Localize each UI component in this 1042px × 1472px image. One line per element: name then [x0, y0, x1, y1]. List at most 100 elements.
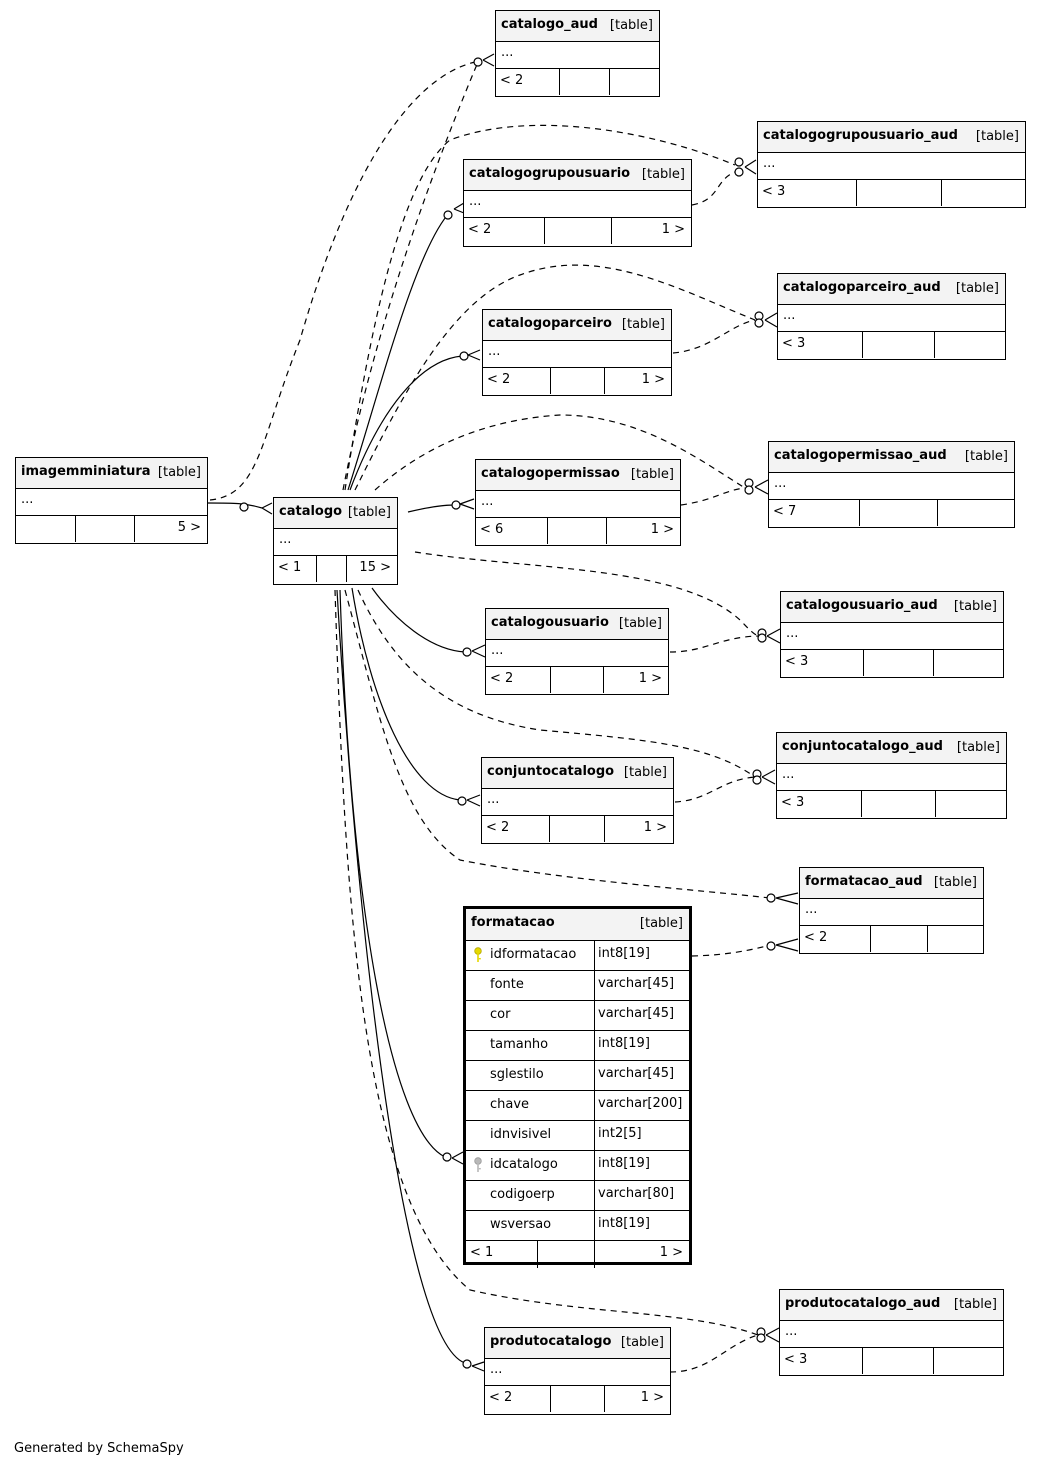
column-row[interactable]: fonte varchar[45] — [466, 971, 689, 1001]
table-type: [table] — [933, 875, 977, 890]
edge-catalogopermissao-catalogopermissao_aud — [680, 487, 746, 506]
edge-catalogo-catalogousuario_aud — [414, 551, 759, 637]
edge-marker — [757, 633, 767, 643]
column-name: chave — [490, 1097, 530, 1112]
edge-catalogo-conjuntocatalogo — [351, 587, 461, 801]
edge-catalogo-catalogogrupousuario — [347, 211, 451, 491]
columns-ellipsis: ... — [481, 494, 494, 509]
column-type: varchar[45] — [598, 976, 675, 991]
table-name: imagemminiatura — [21, 464, 151, 479]
table-type: [table] — [641, 167, 685, 182]
table-name: conjuntocatalogo — [487, 764, 615, 779]
table-header: catalogo [table] — [274, 498, 397, 529]
parents-count: < 1 — [470, 1245, 494, 1260]
table-type: [table] — [347, 505, 391, 520]
edge-marker — [462, 1359, 472, 1369]
edge-catalogousuario-catalogousuario_aud — [669, 635, 759, 653]
table-columns: ... — [274, 529, 397, 556]
table-header: catalogousuario_aud [table] — [781, 592, 1003, 623]
children-count: 1 > — [650, 522, 674, 537]
crows-foot — [744, 159, 757, 175]
table-footer: < 2 1 > — [485, 1386, 670, 1412]
parents-count: < 2 — [468, 222, 492, 237]
crows-foot — [471, 644, 486, 658]
edge-conjuntocatalogo-conjuntocatalogo_aud — [674, 776, 756, 803]
table-catalogousuario_aud[interactable]: catalogousuario_aud [table] ... < 3 — [780, 591, 1004, 678]
table-formatacao[interactable]: formatacao [table] idformatacao int8[19]… — [463, 906, 692, 1268]
generated-by-credit: Generated by SchemaSpy — [14, 1441, 184, 1456]
column-type: int8[19] — [598, 1216, 650, 1231]
table-header: catalogogrupousuario_aud [table] — [758, 122, 1025, 153]
table-catalogopermissao_aud[interactable]: catalogopermissao_aud [table] ... < 7 — [768, 441, 1015, 528]
table-footer: < 2 1 > — [483, 368, 671, 394]
table-type: [table] — [956, 740, 1000, 755]
table-produtocatalogo_aud[interactable]: produtocatalogo_aud [table] ... < 3 — [779, 1289, 1004, 1376]
table-produtocatalogo[interactable]: produtocatalogo [table] ... < 2 1 > — [484, 1327, 671, 1415]
table-catalogoparceiro_aud[interactable]: catalogoparceiro_aud [table] ... < 3 — [777, 273, 1006, 360]
parents-count: < 2 — [490, 671, 514, 686]
crows-foot — [466, 794, 481, 807]
table-type: [table] — [630, 467, 674, 482]
table-columns: ... — [758, 153, 1025, 180]
table-header: catalogousuario [table] — [486, 609, 668, 640]
table-columns: ... — [769, 473, 1014, 500]
table-conjuntocatalogo_aud[interactable]: conjuntocatalogo_aud [table] ... < 3 — [776, 732, 1007, 819]
column-row[interactable]: tamanho int8[19] — [466, 1031, 689, 1061]
edge-marker — [766, 941, 776, 951]
parents-count: < 1 — [278, 560, 302, 575]
table-header: catalogo_aud [table] — [496, 11, 659, 42]
edge-marker — [457, 796, 467, 806]
table-footer: < 6 1 > — [476, 518, 680, 544]
key-icon-yellow — [474, 947, 482, 962]
columns-ellipsis: ... — [279, 532, 292, 547]
columns-ellipsis: ... — [763, 156, 776, 171]
table-name: formatacao_aud — [805, 874, 923, 889]
parents-count: < 6 — [480, 522, 504, 537]
table-header: conjuntocatalogo_aud [table] — [777, 733, 1006, 764]
column-row[interactable]: idcatalogo int8[19] — [466, 1151, 689, 1181]
column-name: fonte — [490, 977, 524, 992]
table-catalogo_aud[interactable]: catalogo_aud [table] ... < 2 — [495, 10, 660, 97]
edge-catalogo-conjuntocatalogo_aud — [357, 589, 756, 778]
table-name: produtocatalogo — [490, 1334, 612, 1349]
table-catalogo[interactable]: catalogo [table] ... < 1 15 > — [273, 497, 398, 585]
children-count: 1 > — [659, 1245, 683, 1260]
table-footer: < 2 — [800, 926, 983, 952]
table-formatacao_aud[interactable]: formatacao_aud [table] ... < 2 — [799, 867, 984, 954]
table-conjuntocatalogo[interactable]: conjuntocatalogo [table] ... < 2 1 > — [481, 757, 674, 844]
edge-marker — [442, 1152, 452, 1162]
table-footer: < 1 15 > — [274, 556, 397, 582]
table-catalogogrupousuario[interactable]: catalogogrupousuario [table] ... < 2 1 > — [463, 159, 692, 247]
table-columns: ... — [485, 1359, 670, 1386]
parents-count: < 3 — [785, 654, 809, 669]
edge-catalogo-catalogoparceiro — [349, 355, 463, 491]
table-footer: 5 > — [16, 516, 207, 542]
children-count: 1 > — [638, 671, 662, 686]
table-columns: ... — [486, 640, 668, 667]
table-catalogoparceiro[interactable]: catalogoparceiro [table] ... < 2 1 > — [482, 309, 672, 396]
column-row[interactable]: idnvisivel int2[5] — [466, 1121, 689, 1151]
table-catalogousuario[interactable]: catalogousuario [table] ... < 2 1 > — [485, 608, 669, 695]
crows-foot — [775, 892, 799, 905]
parents-count: < 2 — [804, 930, 828, 945]
table-catalogopermissao[interactable]: catalogopermissao [table] ... < 6 1 > — [475, 459, 681, 546]
column-row[interactable]: chave varchar[200] — [466, 1091, 689, 1121]
table-catalogogrupousuario_aud[interactable]: catalogogrupousuario_aud [table] ... < 3 — [757, 121, 1026, 208]
table-type: [table] — [157, 465, 201, 480]
table-name: catalogo_aud — [501, 17, 598, 32]
table-type: [table] — [621, 317, 665, 332]
table-imagemminiatura[interactable]: imagemminiatura [table] ... 5 > — [15, 457, 208, 544]
columns-ellipsis: ... — [783, 308, 796, 323]
column-row[interactable]: sglestilo varchar[45] — [466, 1061, 689, 1091]
column-row[interactable]: codigoerp varchar[80] — [466, 1181, 689, 1211]
children-count: 1 > — [640, 1390, 664, 1405]
table-columns: ... — [496, 42, 659, 69]
table-columns: ... — [800, 899, 983, 926]
edge-marker — [766, 893, 776, 903]
column-row[interactable]: cor varchar[45] — [466, 1001, 689, 1031]
column-row[interactable]: wsversao int8[19] — [466, 1211, 689, 1241]
column-row[interactable]: idformatacao int8[19] — [466, 941, 689, 971]
edge-marker — [756, 1333, 766, 1343]
column-name: sglestilo — [490, 1067, 544, 1082]
table-name: catalogogrupousuario_aud — [763, 128, 958, 143]
